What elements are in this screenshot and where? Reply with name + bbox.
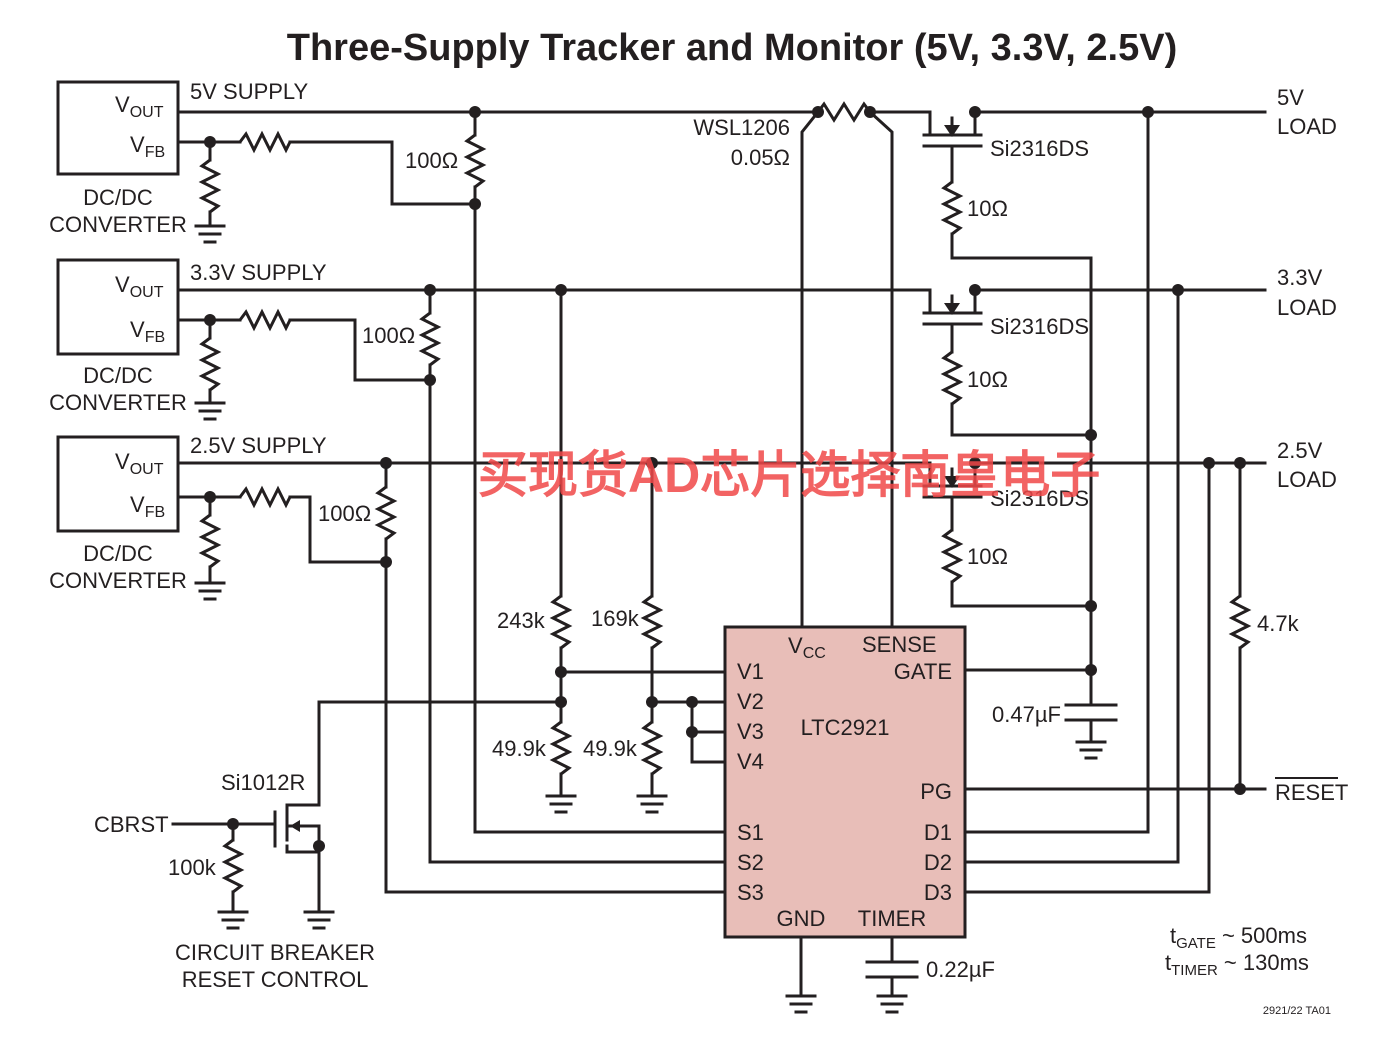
timing-note: tGATE ~ 500ms — [1170, 923, 1307, 952]
divider-v1v2 — [545, 288, 727, 814]
capacitor-timer — [865, 935, 919, 1014]
load-label: LOAD — [1277, 295, 1337, 320]
resistor-label: 10Ω — [967, 367, 1008, 392]
resistor-label: 100Ω — [362, 323, 415, 348]
wire-s2 — [428, 378, 727, 864]
sense-resistor-part: WSL1206 — [693, 115, 790, 140]
resistor-label: 10Ω — [967, 196, 1008, 221]
svg-text:VOUT: VOUT — [115, 92, 164, 121]
ic-ltc2921: VCC SENSE GATE V1 V2 V3 V4 LTC2921 PG S1… — [723, 625, 967, 939]
mosfet-label: Si2316DS — [990, 314, 1089, 339]
svg-text:VFB: VFB — [130, 132, 165, 161]
resistor-label: 49.9k — [583, 736, 638, 761]
svg-text:VCC: VCC — [788, 633, 826, 662]
mosfet-3v3 — [922, 288, 1093, 437]
wire-d3 — [963, 461, 1211, 894]
cb-label: RESET CONTROL — [182, 967, 369, 992]
pin-label: D1 — [924, 820, 952, 845]
mosfet-label: Si2316DS — [990, 486, 1089, 511]
resistor-label: 49.9k — [492, 736, 547, 761]
pin-label: V3 — [737, 719, 764, 744]
junction-dots — [204, 106, 1246, 852]
wire-vcc — [800, 109, 821, 629]
feedback-3v3 — [176, 288, 442, 421]
pin-label: S2 — [737, 850, 764, 875]
wire-s1 — [473, 202, 727, 834]
svg-text:VOUT: VOUT — [115, 449, 164, 478]
timing-note: tTIMER ~ 130ms — [1165, 950, 1309, 979]
cbrst-label: CBRST — [94, 812, 169, 837]
wire-gate — [963, 668, 1093, 705]
supply-label: 2.5V SUPPLY — [190, 433, 327, 458]
wire-d2 — [963, 288, 1180, 864]
pin-label: S1 — [737, 820, 764, 845]
resistor-label: 169k — [591, 606, 640, 631]
supply-label: 3.3V SUPPLY — [190, 260, 327, 285]
converter-5v: VOUT VFB DC/DC CONVERTER — [49, 80, 187, 237]
converter-label: CONVERTER — [49, 390, 187, 415]
supply-label: 5V SUPPLY — [190, 79, 309, 104]
figure-id: 2921/22 TA01 — [1263, 1005, 1331, 1017]
converter-2v5: VOUT VFB DC/DC CONVERTER — [49, 435, 187, 593]
mosfet-2v5 — [922, 461, 1093, 608]
load-label: 3.3V — [1277, 265, 1323, 290]
pin-label: S3 — [737, 880, 764, 905]
load-label: LOAD — [1277, 114, 1337, 139]
circuit-breaker-reset — [171, 700, 563, 930]
pin-label: GATE — [894, 659, 952, 684]
wire-s3 — [384, 560, 727, 894]
pin-label: D3 — [924, 880, 952, 905]
watermark: 买现货AD芯片选择南皇电子 — [478, 447, 1100, 503]
resistor-label: 243k — [497, 608, 546, 633]
pin-label: GND — [777, 906, 826, 931]
capacitor-gate — [1064, 703, 1118, 760]
load-label: LOAD — [1277, 467, 1337, 492]
cb-label: CIRCUIT BREAKER — [175, 940, 375, 965]
converter-label: CONVERTER — [49, 568, 187, 593]
converter-label: DC/DC — [83, 541, 153, 566]
diagram-title: Three-Supply Tracker and Monitor (5V, 3.… — [287, 27, 1178, 69]
wire-d1 — [963, 110, 1150, 834]
sense-resistor-value: 0.05Ω — [731, 145, 790, 170]
mosfet-5v — [922, 110, 1093, 672]
resistor-label: 4.7k — [1257, 611, 1300, 636]
svg-text:VFB: VFB — [130, 492, 165, 521]
resistor-pullup — [1228, 461, 1252, 791]
capacitor-label: 0.47µF — [992, 702, 1061, 727]
converter-label: DC/DC — [83, 363, 153, 388]
pin-label: V4 — [737, 749, 764, 774]
divider-v3v4 — [636, 461, 727, 814]
pin-label: PG — [920, 779, 952, 804]
svg-text:VFB: VFB — [130, 317, 165, 346]
resistor-label: 10Ω — [967, 544, 1008, 569]
converter-label: DC/DC — [83, 185, 153, 210]
mosfet-label: Si2316DS — [990, 136, 1089, 161]
mosfet-label: Si1012R — [221, 770, 305, 795]
rail-5v — [176, 101, 1267, 123]
resistor-label: 100k — [168, 855, 217, 880]
pin-label: TIMER — [858, 906, 926, 931]
resistor-label: 100Ω — [318, 501, 371, 526]
pin-label: D2 — [924, 850, 952, 875]
resistor-label: 100Ω — [405, 148, 458, 173]
wire-sense — [867, 109, 894, 629]
feedback-5v — [176, 110, 487, 244]
pin-label: V1 — [737, 659, 764, 684]
load-label: 2.5V — [1277, 438, 1323, 463]
capacitor-label: 0.22µF — [926, 957, 995, 982]
svg-text:VOUT: VOUT — [115, 272, 164, 301]
pin-label: SENSE — [862, 632, 937, 657]
ic-name: LTC2921 — [801, 715, 890, 740]
load-label: 5V — [1277, 85, 1304, 110]
pin-label: V2 — [737, 689, 764, 714]
reset-label: RESET — [1275, 780, 1348, 805]
ic-ground — [785, 935, 817, 1014]
converter-3v3: VOUT VFB DC/DC CONVERTER — [49, 258, 187, 415]
feedback-2v5 — [176, 461, 398, 601]
converter-label: CONVERTER — [49, 212, 187, 237]
